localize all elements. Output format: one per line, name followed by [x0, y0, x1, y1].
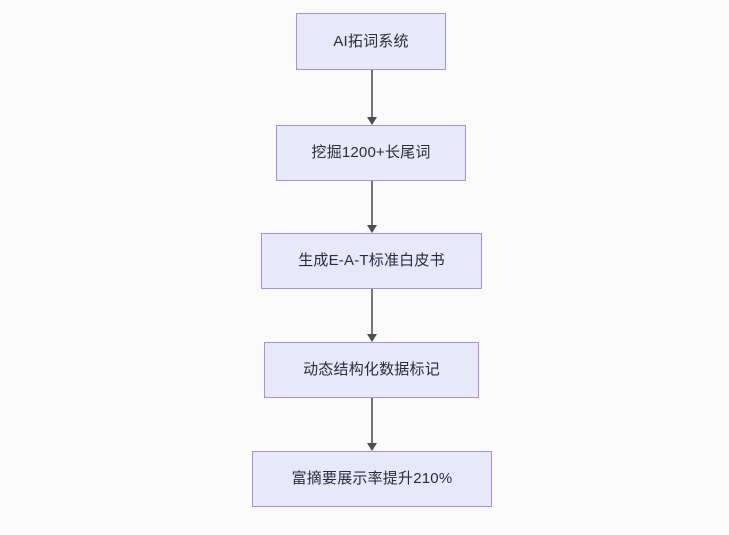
arrowhead-icon [367, 443, 377, 451]
connector-n4-n5 [367, 398, 377, 451]
connector-n2-n3 [367, 181, 377, 233]
connector-n3-n4 [367, 289, 377, 342]
flowchart-node-label: 挖掘1200+长尾词 [311, 144, 431, 161]
flowchart-node-5[interactable]: 富摘要展示率提升210% [252, 451, 492, 507]
flowchart-node-1[interactable]: AI拓词系统 [296, 13, 446, 70]
connector-line [371, 70, 373, 118]
flowchart-node-label: 富摘要展示率提升210% [291, 470, 453, 487]
arrowhead-icon [367, 334, 377, 342]
connector-n1-n2 [367, 70, 377, 125]
flowchart-node-label: 生成E-A-T标准白皮书 [298, 252, 445, 269]
flowchart-node-4[interactable]: 动态结构化数据标记 [264, 342, 479, 398]
flowchart-node-2[interactable]: 挖掘1200+长尾词 [276, 125, 466, 181]
flowchart-node-3[interactable]: 生成E-A-T标准白皮书 [261, 233, 482, 289]
connector-line [371, 398, 373, 444]
arrowhead-icon [367, 225, 377, 233]
connector-line [371, 289, 373, 335]
flowchart-node-label: 动态结构化数据标记 [303, 361, 440, 378]
flowchart-node-label: AI拓词系统 [333, 32, 409, 50]
arrowhead-icon [367, 117, 377, 125]
connector-line [371, 181, 373, 226]
